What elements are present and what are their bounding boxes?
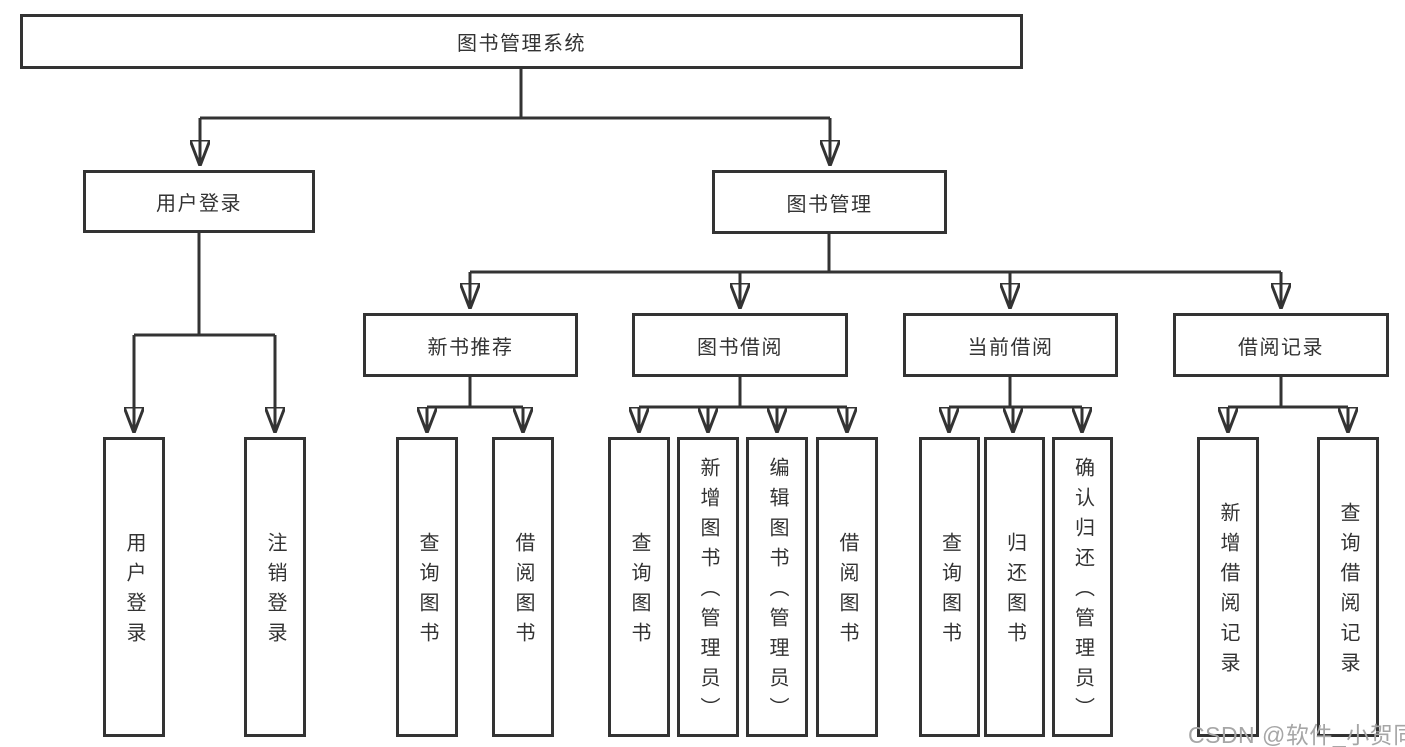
connector-root-to-level2 [200, 69, 830, 164]
connector-user-login-children [134, 233, 275, 431]
node-book-borrow-label: 图书借阅 [697, 336, 783, 359]
csdn-watermark: CSDN @软件_小贺同学 [1188, 722, 1405, 747]
leaf-user-login: 用户登录 [103, 437, 165, 737]
node-user-login-label: 用户登录 [156, 193, 242, 215]
connector-book-borrow-children [639, 377, 847, 431]
node-user-login: 用户登录 [83, 170, 315, 233]
leaf-logout-label: 注销登录 [264, 532, 286, 652]
node-book-management-label: 图书管理 [786, 193, 873, 216]
leaf-query-books-recommend: 查询图书 [396, 437, 458, 737]
leaf-query-books-recommend-label: 查询图书 [416, 532, 438, 652]
node-borrow-records-label: 借阅记录 [1238, 336, 1324, 359]
leaf-borrow-books-recommend-label: 借阅图书 [512, 532, 534, 652]
node-new-book-recommend-label: 新书推荐 [427, 336, 514, 359]
node-root-label: 图书管理系统 [457, 33, 586, 55]
leaf-add-borrow-record-label: 新增借阅记录 [1217, 502, 1239, 682]
leaf-user-login-label: 用户登录 [123, 532, 145, 652]
leaf-borrow-books-borrow-label: 借阅图书 [836, 532, 858, 652]
leaf-edit-book-admin: 编辑图书（管理员） [746, 437, 808, 737]
node-current-borrow: 当前借阅 [903, 313, 1118, 377]
node-book-management: 图书管理 [712, 170, 947, 234]
leaf-return-books: 归还图书 [984, 437, 1045, 737]
node-new-book-recommend: 新书推荐 [363, 313, 578, 377]
leaf-add-book-admin-label: 新增图书（管理员） [697, 457, 719, 727]
node-book-borrow: 图书借阅 [632, 313, 848, 377]
node-current-borrow-label: 当前借阅 [967, 336, 1054, 359]
leaf-add-book-admin: 新增图书（管理员） [677, 437, 739, 737]
leaf-edit-book-admin-label: 编辑图书（管理员） [766, 457, 788, 727]
leaf-query-books-current-label: 查询图书 [938, 532, 961, 652]
leaf-query-books-borrow-label: 查询图书 [628, 532, 650, 652]
connector-book-management-children [470, 234, 1281, 307]
leaf-return-books-label: 归还图书 [1003, 532, 1026, 652]
connector-borrow-record-children [1228, 377, 1348, 431]
node-root-system: 图书管理系统 [20, 14, 1023, 69]
leaf-add-borrow-record: 新增借阅记录 [1197, 437, 1259, 737]
leaf-query-borrow-record: 查询借阅记录 [1317, 437, 1379, 737]
leaf-query-borrow-record-label: 查询借阅记录 [1337, 502, 1359, 682]
leaf-logout: 注销登录 [244, 437, 306, 737]
connector-new-book-children [427, 377, 523, 431]
node-borrow-records: 借阅记录 [1173, 313, 1389, 377]
connector-current-borrow-children [949, 377, 1082, 431]
leaf-query-books-current: 查询图书 [919, 437, 980, 737]
leaf-confirm-return-admin: 确认归还（管理员） [1052, 437, 1113, 737]
leaf-borrow-books-borrow: 借阅图书 [816, 437, 878, 737]
leaf-query-books-borrow: 查询图书 [608, 437, 670, 737]
leaf-borrow-books-recommend: 借阅图书 [492, 437, 554, 737]
leaf-confirm-return-admin-label: 确认归还（管理员） [1071, 457, 1094, 727]
